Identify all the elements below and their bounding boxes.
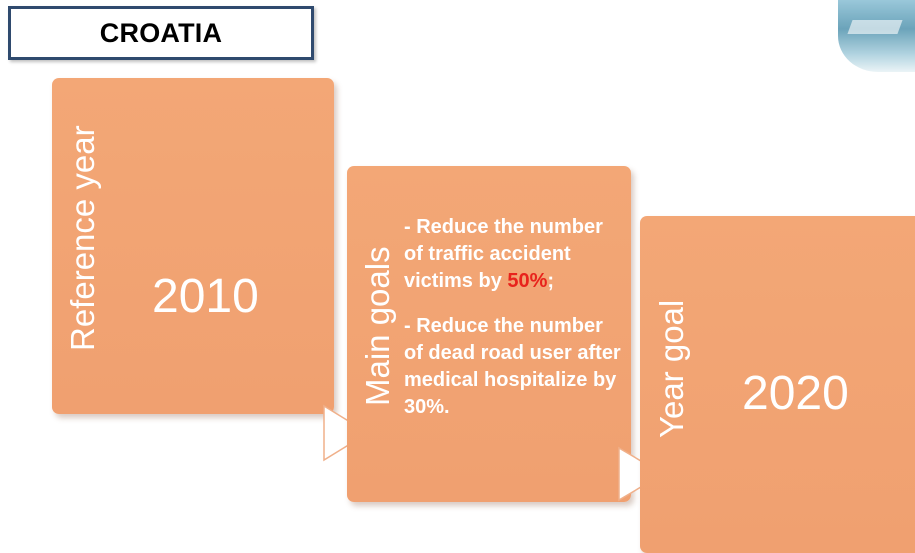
goal-highlight-percent: 50% — [507, 270, 548, 292]
corner-photo — [838, 0, 915, 72]
reference-year-value: 2010 — [152, 270, 259, 323]
year-goal-label: Year goal — [653, 299, 690, 438]
goal-item-2: - Reduce the number of dead road user af… — [404, 315, 621, 418]
arrow-right-icon — [323, 404, 370, 462]
country-title-box: CROATIA — [8, 6, 314, 60]
reference-year-label: Reference year — [64, 125, 101, 351]
goal-item-1: - Reduce the number of traffic accident … — [404, 216, 603, 292]
year-goal-value: 2020 — [742, 367, 849, 420]
country-title: CROATIA — [99, 17, 223, 48]
main-goals-label: Main goals — [359, 246, 396, 406]
goals-text: - Reduce the number of traffic accident … — [404, 214, 626, 421]
step-reference-year: Reference year 2010 — [52, 78, 334, 414]
step-year-goal: Year goal 2020 — [640, 216, 915, 553]
step-main-goals: Main goals - Reduce the number of traffi… — [347, 166, 631, 502]
